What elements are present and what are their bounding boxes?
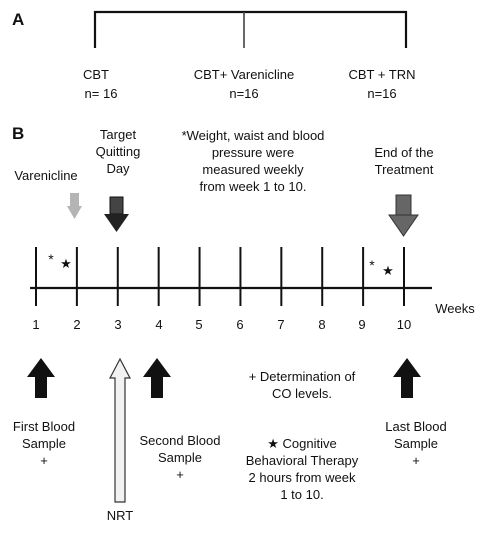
week-4: 4 [155, 317, 163, 332]
timeline-ticks [35, 247, 405, 306]
group-cbt-name: CBT [83, 67, 109, 82]
week-9: 9 [358, 317, 366, 332]
cbt-star-end: ★ [382, 263, 394, 278]
target-quitting-arrow [104, 196, 129, 232]
weekly-measure-asterisk-end: * [369, 257, 375, 273]
group-cbt-n: n= 16 [84, 86, 118, 101]
cbt-star-start: ★ [60, 256, 72, 271]
end-of-treatment-label: End of the Treatment [374, 145, 434, 177]
second-blood-sample-label: Second Blood Sample + [139, 433, 221, 482]
panel-b-label: B [12, 124, 25, 143]
group-cbt-trn-name: CBT + TRN [348, 67, 416, 82]
target-quitting-day-label: Target Quitting Day [95, 127, 141, 176]
end-of-treatment-arrow [388, 194, 419, 237]
weeks-axis-label: Weeks [435, 301, 475, 316]
week-1: 1 [32, 317, 40, 332]
week-5: 5 [195, 317, 203, 332]
group-bracket [93, 10, 408, 48]
week-7: 7 [277, 317, 285, 332]
last-blood-sample-label: Last Blood Sample + [385, 419, 447, 468]
first-blood-sample-label: First Blood Sample + [12, 419, 76, 468]
week-8: 8 [318, 317, 326, 332]
nrt-arrow [109, 357, 131, 503]
week-2: 2 [73, 317, 81, 332]
group-cbt-varenicline-n: n=16 [229, 86, 259, 101]
co-determination-label: + Determination of CO levels. [248, 369, 356, 401]
panel-a-label: A [12, 10, 25, 29]
week-10: 10 [396, 317, 412, 332]
last-blood-arrow [393, 358, 421, 398]
second-blood-arrow [143, 358, 171, 398]
nrt-label: NRT [106, 508, 134, 523]
weekly-measure-asterisk-start: * [48, 251, 54, 267]
week-6: 6 [236, 317, 244, 332]
varenicline-arrow [67, 193, 82, 219]
cbt-sessions-label: ★ Cognitive Behavioral Therapy 2 hours f… [245, 436, 359, 502]
week-3: 3 [114, 317, 122, 332]
group-cbt-varenicline-name: CBT+ Varenicline [193, 67, 295, 82]
varenicline-label: Varenicline [14, 168, 78, 183]
first-blood-arrow [27, 358, 55, 398]
measurement-note: *Weight, waist and blood pressure were m… [181, 128, 325, 194]
group-cbt-trn-n: n=16 [367, 86, 397, 101]
